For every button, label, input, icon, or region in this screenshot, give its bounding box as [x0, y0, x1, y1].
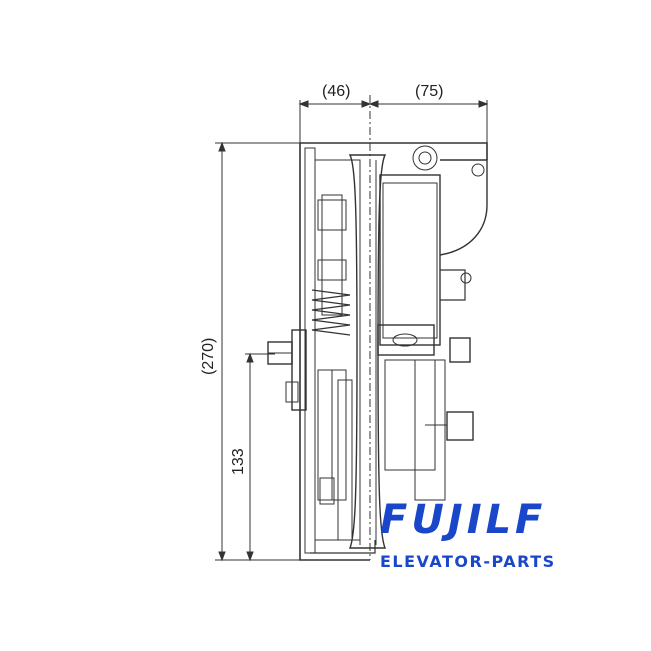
housing-frame: [299, 142, 488, 561]
arm-plate: [384, 359, 436, 471]
dim-label-top-right: (75): [415, 83, 443, 100]
brand-tagline: ELEVATOR-PARTS: [380, 552, 556, 571]
compression-spring: [311, 289, 351, 336]
shaft-plate: [291, 329, 307, 411]
sheave: [348, 154, 387, 549]
dim-label-top-left: (46): [322, 83, 350, 100]
center-block: [377, 324, 435, 356]
hex-nut-lower: [446, 411, 474, 441]
dim-label-overall-height: (270): [200, 338, 217, 375]
brand-name: FUJILF: [380, 497, 547, 543]
bottom-bracket: [310, 540, 376, 554]
hex-nut-right: [449, 337, 471, 363]
top-roller: [412, 145, 438, 171]
right-housing: [379, 174, 441, 346]
spring-rod: [321, 194, 343, 316]
dim-label-lower-height: 133: [230, 448, 247, 475]
brand-watermark: FUJILF ELEVATOR-PARTS: [380, 500, 594, 571]
small-bolt-right: [471, 163, 485, 177]
